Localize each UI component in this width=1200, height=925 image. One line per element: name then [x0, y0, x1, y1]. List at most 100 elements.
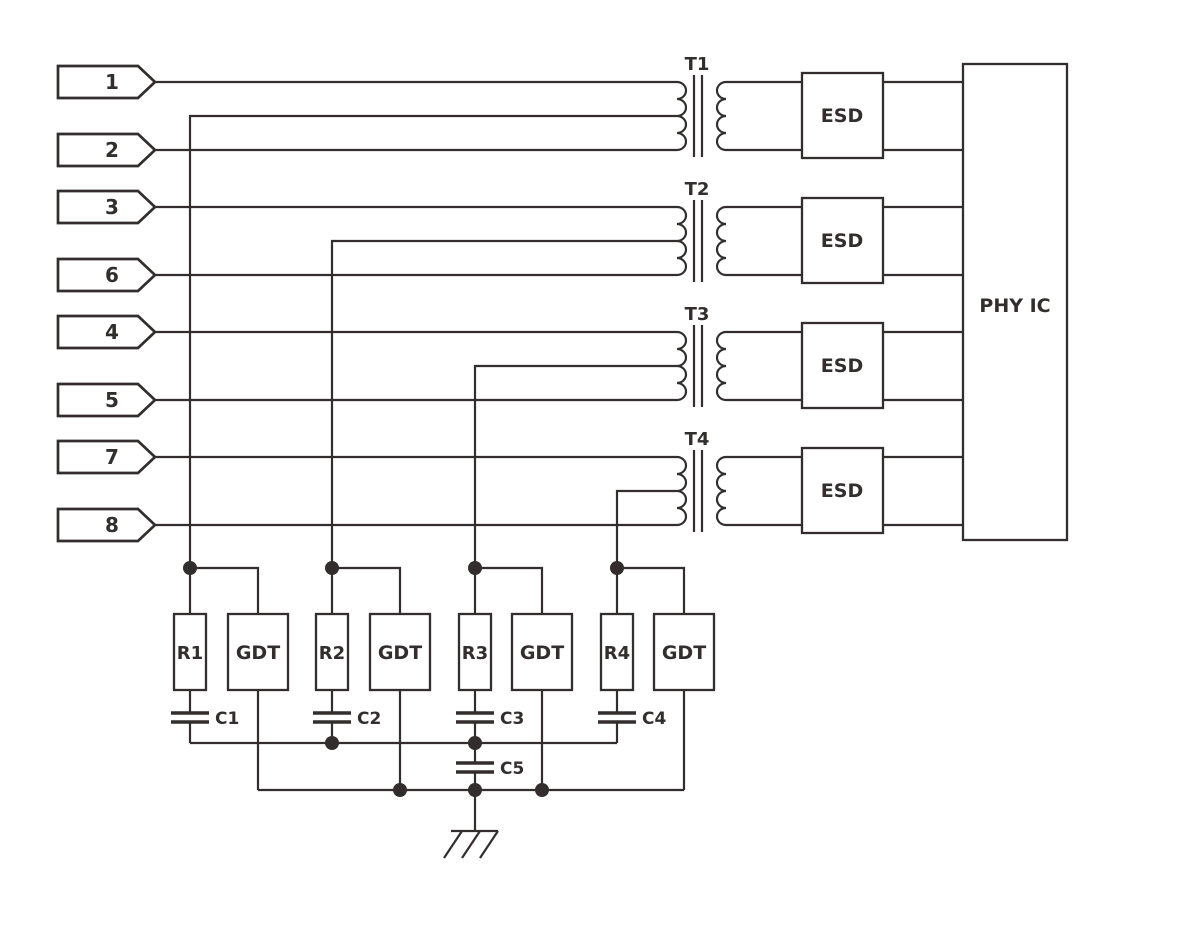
pin-label: 4 [105, 320, 119, 344]
primary-winding [676, 205, 688, 277]
pin-connector-8: 8 [56, 507, 157, 543]
secondary-winding [715, 205, 727, 277]
esd-box [800, 321, 885, 410]
pin-shape [56, 132, 157, 168]
gdt-label: GDT [520, 642, 564, 664]
resistor-label: R3 [462, 643, 488, 664]
pin-connector-1: 1 [56, 64, 157, 100]
pin-shape [56, 439, 157, 475]
wire-junction-gdt1 [190, 566, 260, 614]
junction-dot [393, 783, 407, 797]
phy-label: PHY IC [979, 295, 1050, 317]
capacitor-bus [190, 736, 617, 750]
pin-shape [56, 507, 157, 543]
protection-group-4: R4 GDT C4 [598, 561, 716, 790]
ground-bus [258, 783, 684, 797]
resistor-box [457, 612, 493, 692]
pin-label: 2 [105, 138, 119, 162]
core-lines [692, 200, 704, 282]
capacitor-label: C5 [500, 759, 524, 779]
esd-block-3: ESD [800, 321, 885, 410]
wire-t4-centertap [615, 489, 677, 568]
resistor-label: R4 [604, 643, 630, 664]
resistor-box [172, 612, 208, 692]
core-lines [692, 450, 704, 532]
wire-t1-centertap [188, 114, 677, 568]
capacitor-label: C1 [215, 709, 239, 729]
junction-dot [325, 736, 339, 750]
primary-winding [676, 330, 688, 402]
protection-group-1: R1 GDT C1 [171, 561, 290, 790]
primary-wires [155, 80, 677, 527]
pin-label: 5 [105, 388, 119, 412]
wire-junction-gdt2 [332, 566, 402, 614]
capacitor-label: C3 [500, 709, 524, 729]
wire-junction-gdt4 [617, 566, 686, 614]
pin-label: 3 [105, 195, 119, 219]
chassis-ground [443, 790, 499, 859]
esd-block-1: ESD [800, 71, 885, 160]
core-lines [692, 325, 704, 407]
pin-connector-3: 3 [56, 189, 157, 225]
pin-connector-2: 2 [56, 132, 157, 168]
pin-connector-5: 5 [56, 382, 157, 418]
capacitor-label: C4 [642, 709, 666, 729]
pin-shape [56, 189, 157, 225]
pin-shape [56, 314, 157, 350]
pin-connector-7: 7 [56, 439, 157, 475]
junction-dot [535, 783, 549, 797]
pin-label: 1 [105, 70, 119, 94]
common-capacitor-c5: C5 [456, 743, 524, 790]
gdt-box [510, 612, 574, 692]
resistor-label: R2 [319, 643, 345, 664]
primary-winding [676, 455, 688, 527]
secondary-winding [715, 455, 727, 527]
phy-box [961, 62, 1069, 542]
transformer-label: T2 [685, 179, 710, 200]
esd-block-2: ESD [800, 196, 885, 285]
esd-block-4: ESD [800, 446, 885, 535]
gdt-label: GDT [236, 642, 280, 664]
pin-label: 6 [105, 263, 119, 287]
transformer-t3: T3 [676, 304, 727, 407]
pin-shape [56, 257, 157, 293]
secondary-winding [715, 80, 727, 152]
transformer-t2: T2 [676, 179, 727, 282]
ground-symbol [443, 829, 499, 859]
gdt-box [368, 612, 432, 692]
pin-label: 8 [105, 513, 119, 537]
pin-connector-6: 6 [56, 257, 157, 293]
capacitor-plates [456, 711, 494, 724]
capacitor-plates [171, 711, 209, 724]
transformer-label: T4 [685, 429, 710, 450]
pin-shape [56, 382, 157, 418]
secondary-wires [726, 80, 963, 527]
phy-ic: PHY IC [961, 62, 1069, 542]
capacitor-label: C2 [357, 709, 381, 729]
capacitor-plates [313, 711, 351, 724]
pin-connector-4: 4 [56, 314, 157, 350]
transformer-label: T1 [685, 54, 710, 75]
center-tap-wires [188, 114, 677, 568]
esd-label: ESD [821, 230, 863, 252]
pin-shape [56, 64, 157, 100]
protection-group-2: R2 GDT C2 [313, 561, 432, 790]
resistor-label: R1 [177, 643, 203, 664]
gdt-box [226, 612, 290, 692]
resistor-box [599, 612, 635, 692]
protection-group-3: R3 GDT C3 [456, 561, 574, 790]
wire-t2-centertap [330, 239, 677, 568]
transformer-label: T3 [685, 304, 710, 325]
transformer-t4: T4 [676, 429, 727, 532]
wire-t3-centertap [473, 364, 677, 568]
pin-label: 7 [105, 445, 119, 469]
gdt-label: GDT [378, 642, 422, 664]
wire-junction-gdt3 [475, 566, 544, 614]
esd-label: ESD [821, 355, 863, 377]
esd-box [800, 71, 885, 160]
gdt-label: GDT [662, 642, 706, 664]
transformer-t1: T1 [676, 54, 727, 157]
secondary-winding [715, 330, 727, 402]
